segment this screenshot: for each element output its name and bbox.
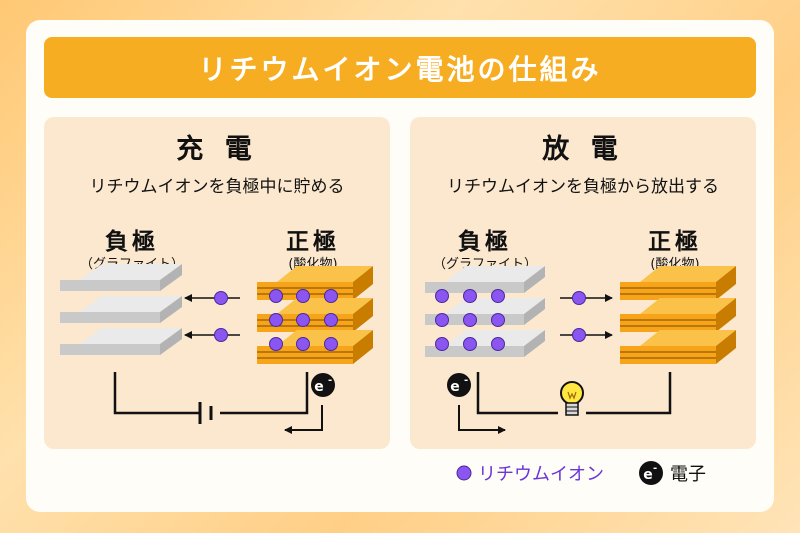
legend: リチウムイオン e - 電子	[456, 460, 706, 486]
page-title: リチウムイオン電池の仕組み	[198, 52, 602, 86]
svg-text:e: e	[314, 379, 324, 395]
lithium-ion-legend-icon	[456, 465, 472, 481]
charge-subtitle: リチウムイオンを負極中に貯める	[89, 177, 345, 197]
discharge-oxide-plates	[620, 266, 736, 364]
svg-text:-: -	[653, 463, 657, 474]
charge-negative-label: 負極	[105, 229, 159, 255]
charge-ion-arrows	[184, 291, 240, 342]
legend-ion-label: リチウムイオン	[478, 464, 604, 485]
charge-positive-label: 正極	[286, 229, 340, 255]
legend-electron-label: 電子	[670, 464, 706, 485]
discharge-electron-flow-arrow	[458, 405, 506, 434]
discharge-electron-icon: e -	[447, 373, 471, 397]
charge-electron-icon: e -	[311, 373, 335, 397]
discharge-heading: 放 電	[542, 134, 624, 165]
discharge-subtitle: リチウムイオンを負極から放出する	[447, 177, 719, 197]
discharge-ions	[435, 289, 505, 351]
charge-circuit	[113, 372, 309, 424]
light-bulb-icon	[560, 381, 584, 416]
discharge-ion-arrows	[560, 291, 613, 342]
charge-electron-flow-arrow	[284, 405, 323, 434]
svg-text:-: -	[464, 375, 468, 386]
svg-text:-: -	[328, 375, 332, 386]
discharge-circuit	[476, 372, 672, 415]
title-bar: リチウムイオン電池の仕組み	[44, 37, 756, 98]
svg-text:e: e	[643, 467, 653, 483]
charge-ions	[269, 289, 338, 351]
electron-legend-icon: e -	[639, 461, 663, 485]
discharge-positive-label: 正極	[648, 229, 702, 255]
discharge-negative-label: 負極	[458, 229, 512, 255]
charge-graphite-plates	[60, 264, 182, 355]
charge-heading: 充 電	[176, 134, 258, 165]
svg-text:e: e	[450, 379, 460, 395]
